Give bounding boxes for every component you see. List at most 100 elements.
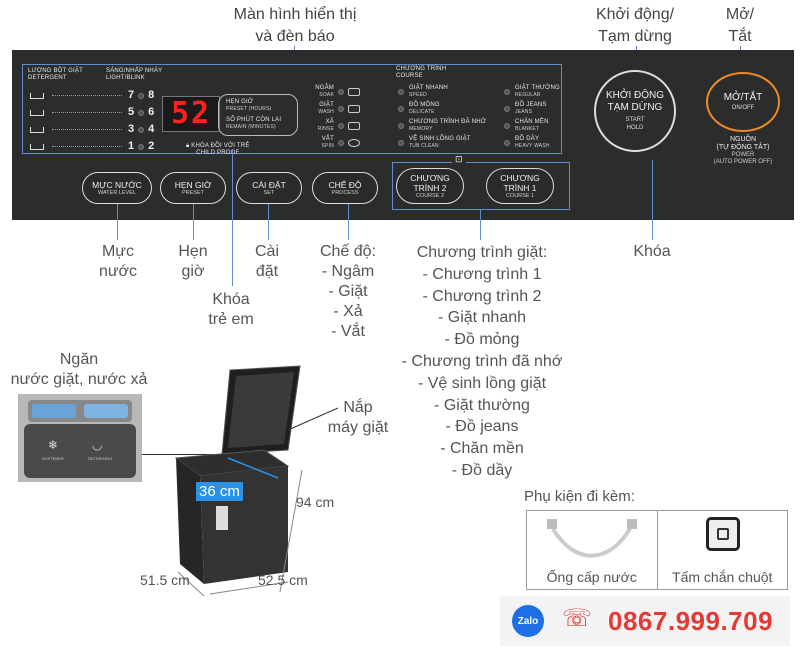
height-dim: 94 cm <box>296 494 335 510</box>
set-button[interactable]: CÀI ĐẶT SET <box>236 172 302 204</box>
led <box>338 139 344 146</box>
accessories-title: Phụ kiện đi kèm: <box>524 488 635 505</box>
drawer-front <box>24 424 136 478</box>
digital-display: 52 <box>162 96 220 132</box>
course-buttons-frame <box>392 162 570 210</box>
led <box>338 122 344 129</box>
washer-sticker <box>216 506 228 530</box>
indicator-frame <box>22 64 562 154</box>
callout-timer: Hẹn giờ <box>178 243 208 280</box>
accessory-mouse-guard: Tấm chắn chuột <box>658 511 788 589</box>
course2-button[interactable]: CHƯƠNG TRÌNH 2 COURSE 2 <box>396 168 464 204</box>
process-button[interactable]: CHẾ ĐỘ PROCESS <box>312 172 378 204</box>
callout-lock: Khóa <box>633 243 671 260</box>
light-header: SÁNG/NHẤP NHÁY LIGHT/BLINK <box>106 68 163 81</box>
spin-icon <box>348 138 360 147</box>
softener-liquid <box>32 404 76 418</box>
callout-start-hold: Khởi động/ Tạm dừng <box>595 6 675 45</box>
accessories-box: Ống cấp nước Tấm chắn chuột <box>526 510 788 590</box>
course1-button[interactable]: CHƯƠNG TRÌNH 1 COURSE 1 <box>486 168 554 204</box>
depth-dim-line <box>209 581 289 595</box>
mouse-guard-icon <box>705 517 740 551</box>
cup-icon <box>30 109 44 116</box>
callout-process: Chế độ: - Ngâm - Giặt - Xả - Vắt <box>319 243 377 340</box>
washer-side <box>176 458 204 584</box>
lock-icon: ⊡ <box>452 155 466 164</box>
course-header: CHƯƠNG TRÌNH COURSE <box>396 66 447 79</box>
control-panel: LƯỢNG BỘT GIẶT DETERGENT SÁNG/NHẤP NHÁY … <box>12 50 794 220</box>
contact-bar: Zalo ☏ 0867.999.709 <box>500 596 790 646</box>
rinse-icon <box>348 121 360 130</box>
callout-water-level: Mực nước <box>98 243 138 280</box>
level-row: 7 8 <box>30 87 160 104</box>
phone-icon: ☏ <box>562 605 593 632</box>
led <box>138 126 145 133</box>
led <box>338 88 344 95</box>
inner-depth-tag: 36 cm <box>196 482 243 501</box>
accessory-hose: Ống cấp nước <box>527 511 658 589</box>
washer-illustration <box>174 365 339 597</box>
start-hold-button[interactable]: KHỞI ĐỘNG TẠM DỪNG START HOLD <box>594 70 676 152</box>
soak-icon <box>348 87 360 96</box>
callout-power: Mở/ Tắt <box>725 6 755 45</box>
cup-icon <box>30 92 44 99</box>
level-row: 1 2 <box>30 138 160 155</box>
height-dim-line <box>279 469 303 593</box>
detergent-label: DETERGENT <box>88 456 113 461</box>
drawer-photo: ❄ ◡ SOFTENER DETERGENT <box>18 394 142 482</box>
zalo-icon[interactable]: Zalo <box>512 605 544 637</box>
preset-button[interactable]: HẸN GIỜ PRESET <box>160 172 226 204</box>
remain-label: SỐ PHÚT CÒN LẠI REMAIN (MINUTES) <box>226 117 282 130</box>
callout-lid: Nắp máy giặt <box>327 399 389 436</box>
inner-dim-arrow <box>227 457 279 479</box>
tub-icon: ◡ <box>92 438 103 452</box>
led <box>138 109 145 116</box>
preset-label: HẸN GIỜ PRESET (HOURS) <box>226 99 272 112</box>
softener-label: SOFTENER <box>42 456 64 461</box>
cup-icon <box>30 143 44 150</box>
level-row: 5 6 <box>30 104 160 121</box>
water-level-button[interactable]: MỰC NƯỚC WATER LEVEL <box>82 172 152 204</box>
child-proof-label: 🔒︎ KHÓA ĐỒI VỚI TRẺ CHILD PROOF <box>186 143 250 156</box>
wash-icon <box>348 104 360 113</box>
width-dim: 51.5 cm <box>140 572 190 588</box>
led <box>138 143 145 150</box>
power-label: NGUỒN (TỰ ĐỘNG TẮT) POWER (AUTO POWER OF… <box>713 136 773 165</box>
cup-icon <box>30 126 44 133</box>
callout-set: Cài đặt <box>254 243 279 280</box>
depth-dim: 52.5 cm <box>258 572 308 588</box>
snowflake-icon: ❄ <box>48 438 59 452</box>
phone-number[interactable]: 0867.999.709 <box>608 606 774 636</box>
hose-icon <box>547 519 637 558</box>
display-label-frame <box>218 94 298 136</box>
washer-lid-glass <box>228 372 294 448</box>
callout-child-lock: Khóa trẻ em <box>208 291 254 328</box>
lock-icon: 🔒︎ <box>186 143 190 149</box>
callout-programs: Chương trình giặt: - Chương trình 1 - Ch… <box>401 244 563 479</box>
callout-display: Màn hình hiển thị và đèn báo <box>233 6 357 45</box>
led <box>138 92 145 99</box>
detergent-liquid <box>84 404 128 418</box>
power-button[interactable]: MỞ/TẮT ON/OFF <box>706 72 780 132</box>
led <box>338 105 344 112</box>
width-dim-line <box>177 571 205 597</box>
detergent-header: LƯỢNG BỘT GIẶT DETERGENT <box>28 68 83 81</box>
level-row: 3 4 <box>30 121 160 138</box>
callout-drawer: Ngăn nước giặt, nước xả <box>10 351 148 388</box>
detergent-levels: 7 8 5 6 3 4 1 2 <box>30 87 160 155</box>
